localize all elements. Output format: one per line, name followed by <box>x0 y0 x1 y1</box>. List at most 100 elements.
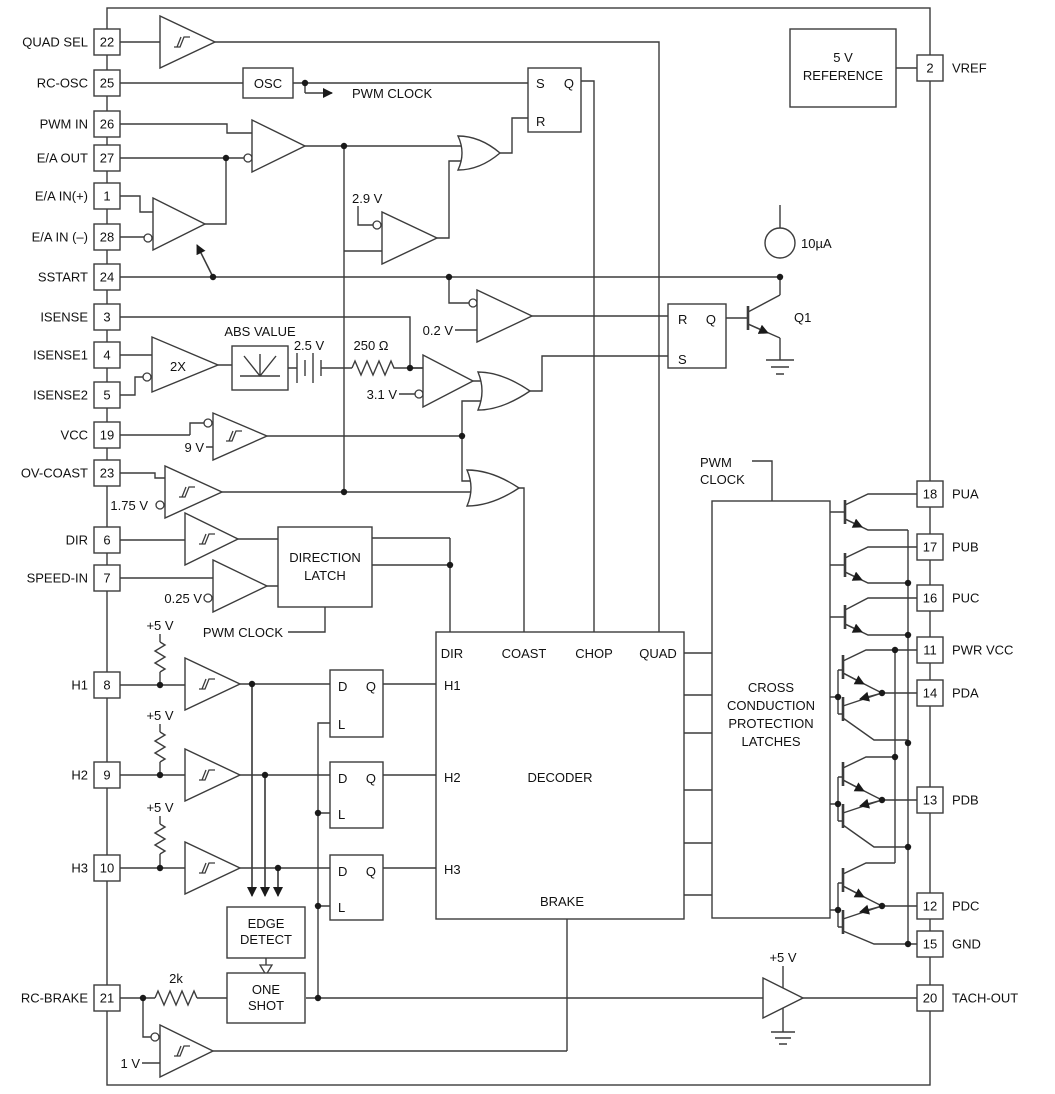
pin-rc-brake: 21 RC-BRAKE <box>21 984 121 1012</box>
pin-number: 4 <box>103 348 110 363</box>
label-5v-h2: +5 V <box>146 708 173 723</box>
decoder-dir: DIR <box>441 646 463 661</box>
sstart-clamp-arrow <box>196 244 214 278</box>
pin-label: ISENSE2 <box>33 388 88 403</box>
pin-label: RC-BRAKE <box>21 991 89 1006</box>
label-2v9: 2.9 V <box>352 191 383 206</box>
cross-label-2: CONDUCTION <box>727 698 815 713</box>
latch1-l: L <box>338 717 345 732</box>
abs-value-icon <box>240 354 280 378</box>
decoder-h2: H2 <box>444 770 461 785</box>
latch3-l: L <box>338 900 345 915</box>
pin-label: DIR <box>66 533 88 548</box>
ground-tach <box>771 1031 795 1045</box>
pin-number: 13 <box>923 793 937 808</box>
pin-dir: 6 DIR <box>66 526 121 554</box>
ground-q1 <box>766 359 794 375</box>
pin-number: 17 <box>923 540 937 555</box>
label-1v75: 1.75 V <box>110 498 148 513</box>
ff2-q: Q <box>706 312 716 327</box>
emitter-arrow-pda2 <box>859 691 883 702</box>
pin-label: VCC <box>61 428 88 443</box>
label-2x: 2X <box>170 359 186 374</box>
inverter-bubbles <box>142 153 478 1042</box>
pin-number: 28 <box>100 230 114 245</box>
pin-label: GND <box>952 937 981 952</box>
h1-schmitt <box>184 656 242 712</box>
edge-detect-block <box>226 906 306 959</box>
pin-vcc: 19 VCC <box>61 421 121 449</box>
hysteresis-icon <box>199 862 215 874</box>
ff1-q: Q <box>564 76 574 91</box>
pin-pwr-vcc: 11 PWR VCC <box>916 636 1013 664</box>
cross-label-1: CROSS <box>748 680 795 695</box>
pwm-clock-top-label: PWM CLOCK <box>352 86 433 101</box>
pullup-resistor-h2 <box>153 731 167 763</box>
pin-number: 24 <box>100 270 114 285</box>
label-250ohm: 250 Ω <box>353 338 388 353</box>
pin-number: 19 <box>100 428 114 443</box>
dir-schmitt <box>184 511 240 567</box>
pin-h1: 8H1 <box>71 671 121 699</box>
comparator-2v9 <box>381 210 439 266</box>
wires <box>120 41 917 1064</box>
pullup-resistor-h1 <box>153 641 167 673</box>
one-shot-block <box>226 972 306 1024</box>
reference-block <box>789 28 897 108</box>
pin-number: 2 <box>926 61 933 76</box>
pin-puc: 16 PUC <box>916 584 979 612</box>
cross-conduction-block <box>711 500 831 919</box>
label-10ua: 10µA <box>801 236 832 251</box>
ff1-s: S <box>536 76 545 91</box>
emitter-arrow-pdb2 <box>859 798 883 809</box>
label-5v-h3: +5 V <box>146 800 173 815</box>
speed-comparator <box>212 558 269 614</box>
latch3-d: D <box>338 864 347 879</box>
osc-block <box>242 67 294 99</box>
pin-number: 25 <box>100 76 114 91</box>
latch3-q: Q <box>366 864 376 879</box>
decoder-quad: QUAD <box>639 646 677 661</box>
or-gate-coast <box>465 469 521 507</box>
pin-label: PUB <box>952 540 979 555</box>
pin-label: PUC <box>952 591 979 606</box>
ilimit-rs-flipflop <box>667 303 727 369</box>
hysteresis-icon <box>174 36 190 48</box>
pin-label: PUA <box>952 487 979 502</box>
pwm-clock-dir-label: PWM CLOCK <box>203 625 284 640</box>
pin-number: 21 <box>100 991 114 1006</box>
direction-latch-label-2: LATCH <box>304 568 346 583</box>
pin-label: PWR VCC <box>952 643 1013 658</box>
decoder-h1: H1 <box>444 678 461 693</box>
hall-latch-1 <box>329 669 384 738</box>
pin-label: OV-COAST <box>21 466 88 481</box>
pin-number: 1 <box>103 189 110 204</box>
hall-latch-2 <box>329 761 384 829</box>
pin-number: 26 <box>100 117 114 132</box>
pin-number: 6 <box>103 533 110 548</box>
pin-pub: 17 PUB <box>916 533 979 561</box>
pin-number: 11 <box>923 643 937 658</box>
edge-detect-label-2: DETECT <box>240 932 292 947</box>
abs-value-block <box>231 345 289 391</box>
pin-label: ISENSE <box>40 310 88 325</box>
pin-label: TACH-OUT <box>952 991 1018 1006</box>
emitter-arrow-q1 <box>747 323 769 334</box>
quad-sel-schmitt <box>159 14 217 70</box>
decoder-name: DECODER <box>527 770 592 785</box>
pwm-sr-flipflop <box>527 67 582 133</box>
one-shot-open-arrow <box>258 964 274 977</box>
comparator-0v2 <box>476 288 534 344</box>
decoder-brake: BRAKE <box>540 894 584 909</box>
pin-label: H3 <box>71 861 88 876</box>
pin-number: 16 <box>923 591 937 606</box>
reference-label-1: 5 V <box>833 50 853 65</box>
